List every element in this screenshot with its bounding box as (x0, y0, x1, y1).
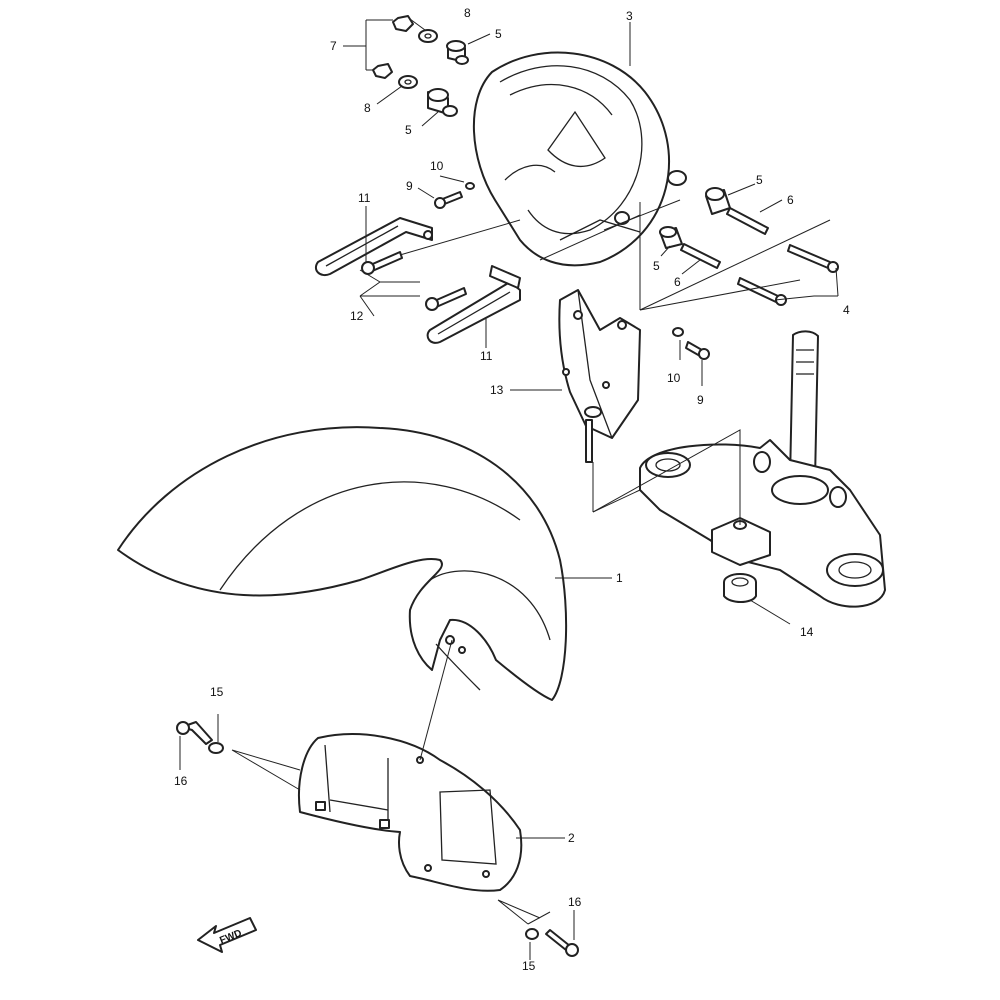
washer-lower (398, 75, 418, 89)
callout-6b: 6 (674, 275, 681, 289)
mounting-bracket (558, 289, 641, 463)
callout-numbers: 1 2 3 4 5 5 5 5 6 6 7 8 8 9 9 10 10 11 1… (174, 6, 850, 973)
nut-upper (392, 15, 414, 32)
callout-10b: 10 (667, 371, 681, 385)
callout-13: 13 (490, 383, 504, 397)
nut-lower (372, 63, 393, 79)
callout-3: 3 (626, 9, 633, 23)
callout-11a: 11 (358, 191, 371, 205)
callout-5c: 5 (756, 173, 763, 187)
triple-clamp (639, 330, 886, 608)
callout-5b: 5 (405, 123, 412, 137)
callout-15a: 15 (210, 685, 224, 699)
callout-16a: 16 (174, 774, 188, 788)
slotted-bracket-right (426, 265, 521, 344)
callout-1: 1 (616, 571, 623, 585)
callout-10a: 10 (430, 159, 444, 173)
screw-12a (361, 251, 403, 275)
callout-9a: 9 (406, 179, 413, 193)
callout-2: 2 (568, 831, 575, 845)
right-mount-hardware (659, 187, 769, 269)
top-mount-hardware (372, 15, 469, 117)
leader-lines (179, 18, 839, 960)
callout-11b: 11 (480, 349, 493, 363)
callout-15b: 15 (522, 959, 536, 973)
assembly-lines (399, 199, 831, 761)
bushing-upper (446, 40, 469, 65)
grommet (723, 573, 757, 603)
callout-6a: 6 (787, 193, 794, 207)
bracket-screw-washer (672, 327, 710, 360)
headlight-housing (472, 51, 687, 267)
bolt-set (737, 244, 839, 306)
fender-guard (297, 733, 523, 892)
callout-8b: 8 (364, 101, 371, 115)
callout-8a: 8 (464, 6, 471, 20)
bushing-lower (427, 88, 458, 117)
callout-14: 14 (800, 625, 814, 639)
callout-9b: 9 (697, 393, 704, 407)
slotted-bracket-left (314, 217, 433, 276)
callout-12: 12 (350, 309, 364, 323)
callout-7: 7 (330, 39, 337, 53)
front-fender (117, 426, 568, 701)
callout-5a: 5 (495, 27, 502, 41)
callout-5d: 5 (653, 259, 660, 273)
forward-direction-arrow-icon: FWD (197, 917, 257, 953)
washer-upper (418, 29, 438, 43)
guard-screw-upper (176, 721, 224, 754)
guard-screw-lower (525, 928, 579, 957)
screw-12b (425, 287, 467, 311)
side-screw-washer (434, 182, 475, 209)
callout-16b: 16 (568, 895, 582, 909)
callout-4: 4 (843, 303, 850, 317)
